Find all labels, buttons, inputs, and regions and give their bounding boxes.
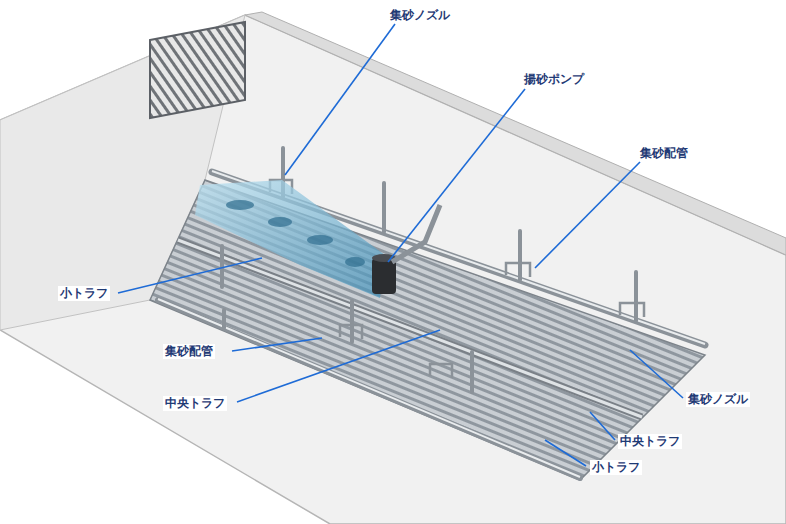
part-label: 揚砂ポンプ (522, 72, 586, 87)
part-label: 小トラフ (58, 286, 110, 301)
part-label: 集砂ノズル (388, 8, 452, 23)
part-label: 集砂ノズル (686, 392, 750, 407)
part-label: 中央トラフ (163, 396, 227, 411)
part-label: 集砂配管 (163, 344, 215, 359)
part-label: 集砂配管 (638, 146, 690, 161)
part-label: 小トラフ (590, 460, 642, 475)
part-label: 中央トラフ (618, 434, 682, 449)
